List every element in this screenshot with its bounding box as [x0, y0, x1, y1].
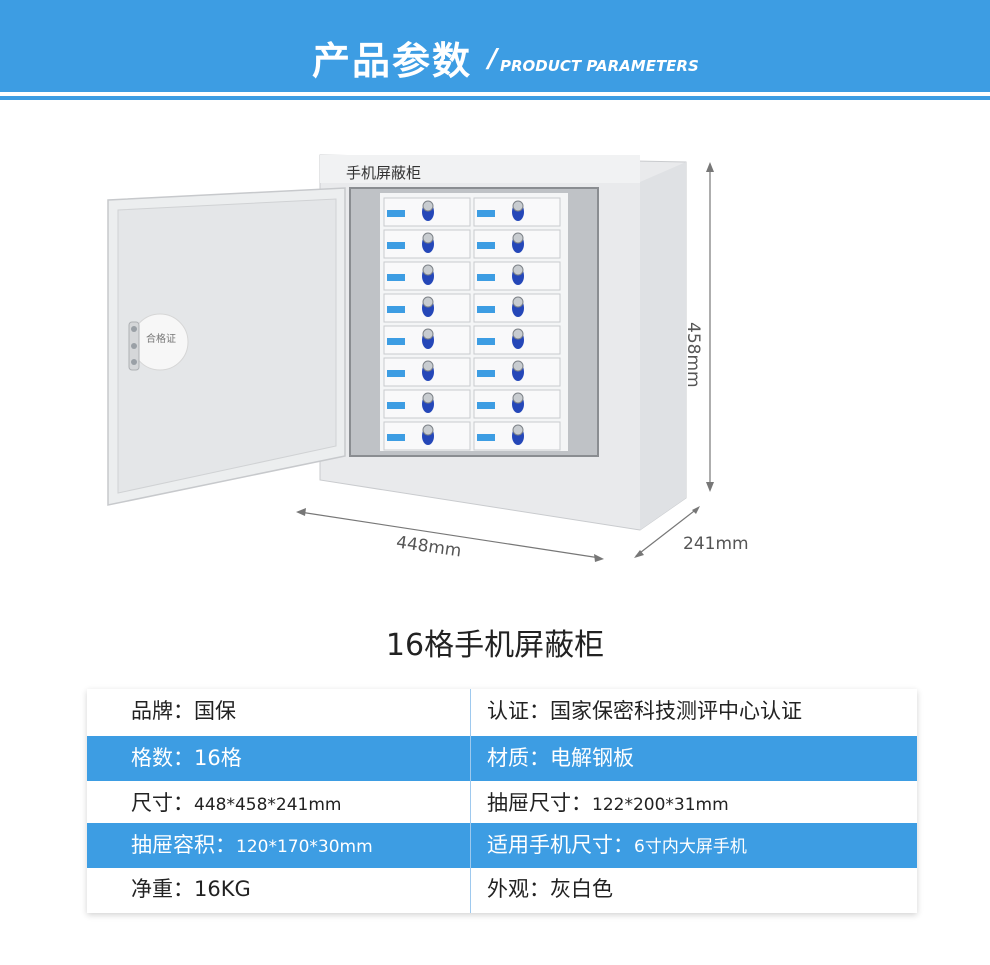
lock-icon [512, 328, 524, 340]
lock-icon [512, 392, 524, 404]
spec-row: 格数：16格 材质：电解钢板 [87, 736, 917, 781]
spec-left-cell: 格数：16格 [131, 736, 242, 781]
lock-icon [512, 264, 524, 276]
drawer-number-tag [387, 434, 405, 441]
depth-dimension: 241mm [683, 534, 749, 554]
spec-value: 灰白色 [550, 877, 613, 901]
spec-value: 国家保密科技测评中心认证 [550, 699, 802, 723]
product-title: 16格手机屏蔽柜 [385, 628, 605, 663]
spec-right-cell: 材质：电解钢板 [487, 736, 634, 781]
banner-subtitle: PRODUCT PARAMETERS [500, 57, 699, 75]
spec-key: 适用手机尺寸： [487, 833, 634, 857]
lock-icon [422, 200, 434, 212]
spec-key: 格数： [131, 746, 194, 770]
banner-title: 产品参数 [312, 39, 473, 83]
drawer-number-tag [477, 242, 495, 249]
spec-right-cell: 认证：国家保密科技测评中心认证 [487, 689, 802, 734]
spec-right-cell: 抽屉尺寸：122*200*31mm [487, 781, 729, 826]
spec-left-cell: 尺寸：448*458*241mm [131, 781, 341, 826]
spec-right-cell: 外观：灰白色 [487, 867, 613, 912]
spec-key: 认证： [487, 699, 550, 723]
height-dimension: 458mm [683, 322, 703, 388]
spec-value: 448*458*241mm [194, 795, 342, 815]
cabinet-drawing [107, 154, 714, 562]
spec-left-cell: 净重：16KG [131, 867, 251, 912]
lock-icon [512, 296, 524, 308]
drawer-number-tag [387, 338, 405, 345]
drawer-number-tag [477, 402, 495, 409]
spec-key: 尺寸： [131, 791, 194, 815]
spec-value: 120*170*30mm [236, 837, 373, 857]
spec-value: 122*200*31mm [592, 795, 729, 815]
spec-key: 品牌： [131, 699, 194, 723]
spec-value: 16格 [194, 746, 242, 770]
cabinet-label: 手机屏蔽柜 [346, 164, 422, 182]
lock-icon [422, 328, 434, 340]
spec-key: 材质： [487, 746, 550, 770]
spec-left-cell: 抽屉容积：120*170*30mm [131, 823, 373, 868]
lock-icon [422, 424, 434, 436]
spec-left-cell: 品牌：国保 [131, 689, 236, 734]
lock-icon [422, 392, 434, 404]
cert-sticker-label: 合格证 [146, 334, 176, 345]
spec-key: 抽屉尺寸： [487, 791, 592, 815]
spec-value: 16KG [194, 877, 251, 901]
banner-slash: / [488, 44, 498, 74]
drawer-number-tag [477, 338, 495, 345]
lock-icon [422, 264, 434, 276]
spec-right-cell: 适用手机尺寸：6寸内大屏手机 [487, 823, 747, 868]
spec-table: 品牌：国保 认证：国家保密科技测评中心认证 格数：16格 材质：电解钢板 尺寸：… [87, 689, 917, 913]
drawer-number-tag [477, 274, 495, 281]
banner-underline [0, 96, 990, 100]
spec-value: 电解钢板 [550, 746, 634, 770]
spec-key: 抽屉容积： [131, 833, 236, 857]
drawer-number-tag [477, 434, 495, 441]
product-illustration: 手机屏蔽柜 合格证 458mm 448mm 241mm [0, 100, 990, 620]
spec-value: 6寸内大屏手机 [634, 837, 747, 857]
lock-icon [422, 232, 434, 244]
spec-key: 外观： [487, 877, 550, 901]
drawer-number-tag [387, 242, 405, 249]
lock-icon [512, 200, 524, 212]
lock-icon [422, 296, 434, 308]
spec-row: 抽屉容积：120*170*30mm 适用手机尺寸：6寸内大屏手机 [87, 823, 917, 868]
drawer-number-tag [477, 370, 495, 377]
drawer-number-tag [477, 306, 495, 313]
header-banner: 产品参数 / PRODUCT PARAMETERS [0, 0, 990, 92]
spec-key: 净重： [131, 877, 194, 901]
column-divider [470, 689, 471, 913]
lock-icon [512, 232, 524, 244]
spec-row: 品牌：国保 认证：国家保密科技测评中心认证 [87, 689, 917, 734]
drawer-number-tag [477, 210, 495, 217]
drawer-number-tag [387, 370, 405, 377]
lock-icon [422, 360, 434, 372]
spec-row: 尺寸：448*458*241mm 抽屉尺寸：122*200*31mm [87, 781, 917, 826]
lock-icon [512, 424, 524, 436]
lock-icon [512, 360, 524, 372]
spec-row: 净重：16KG 外观：灰白色 [87, 867, 917, 912]
drawer-number-tag [387, 402, 405, 409]
spec-value: 国保 [194, 699, 236, 723]
drawer-number-tag [387, 306, 405, 313]
drawer-number-tag [387, 274, 405, 281]
drawer-number-tag [387, 210, 405, 217]
